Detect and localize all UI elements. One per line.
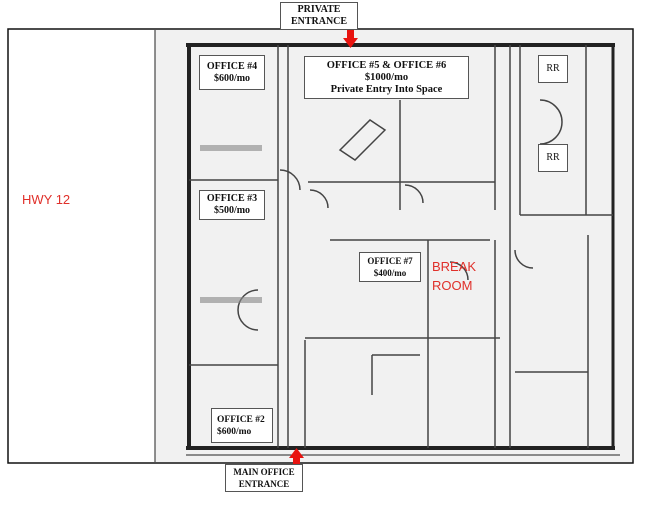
office-2-label: OFFICE #2 $600/mo bbox=[211, 408, 273, 443]
office-name: OFFICE #2 bbox=[217, 414, 265, 425]
office-price: $600/mo bbox=[213, 72, 251, 84]
private-entrance-arrow bbox=[343, 26, 358, 48]
break-room-label: BREAK ROOM bbox=[432, 257, 476, 295]
private-entrance-line1: PRIVATE bbox=[297, 4, 341, 15]
main-entrance-line2: ENTRANCE bbox=[238, 479, 290, 489]
restroom-text: RR bbox=[546, 152, 560, 163]
main-entrance-label: MAIN OFFICE ENTRANCE bbox=[225, 464, 303, 492]
office-name: OFFICE #4 bbox=[206, 60, 258, 72]
plan-background bbox=[155, 30, 632, 462]
entrance-arrows bbox=[289, 26, 358, 470]
office-3-label: OFFICE #3 $500/mo bbox=[199, 190, 265, 220]
office-price: $500/mo bbox=[213, 205, 251, 216]
office-note: Private Entry Into Space bbox=[330, 83, 443, 95]
restroom-label: RR bbox=[538, 144, 568, 172]
outer-walls bbox=[154, 30, 620, 462]
restroom-text: RR bbox=[546, 63, 560, 74]
break-room-line1: BREAK bbox=[432, 259, 477, 274]
office-4-label: OFFICE #4 $600/mo bbox=[199, 55, 265, 90]
office-5-6-label: OFFICE #5 & OFFICE #6 $1000/mo Private E… bbox=[304, 56, 469, 99]
restroom-label: RR bbox=[538, 55, 568, 83]
office-name: OFFICE #5 & OFFICE #6 bbox=[326, 59, 447, 71]
office-price: $400/mo bbox=[373, 268, 407, 278]
wall-segments bbox=[200, 145, 262, 303]
office-price: $600/mo bbox=[217, 426, 252, 437]
break-room-line2: ROOM bbox=[432, 278, 473, 293]
highway-label: HWY 12 bbox=[22, 192, 71, 207]
interior-walls bbox=[189, 45, 613, 448]
office-7-label: OFFICE #7 $400/mo bbox=[359, 252, 421, 282]
office-price: $1000/mo bbox=[364, 71, 409, 83]
main-entrance-line1: MAIN OFFICE bbox=[233, 467, 295, 477]
office-name: OFFICE #7 bbox=[367, 256, 413, 266]
private-entrance-label: PRIVATE ENTRANCE bbox=[280, 2, 358, 30]
office-name: OFFICE #3 bbox=[206, 193, 258, 204]
main-entrance-arrow bbox=[289, 448, 304, 470]
private-entrance-line2: ENTRANCE bbox=[290, 16, 348, 27]
